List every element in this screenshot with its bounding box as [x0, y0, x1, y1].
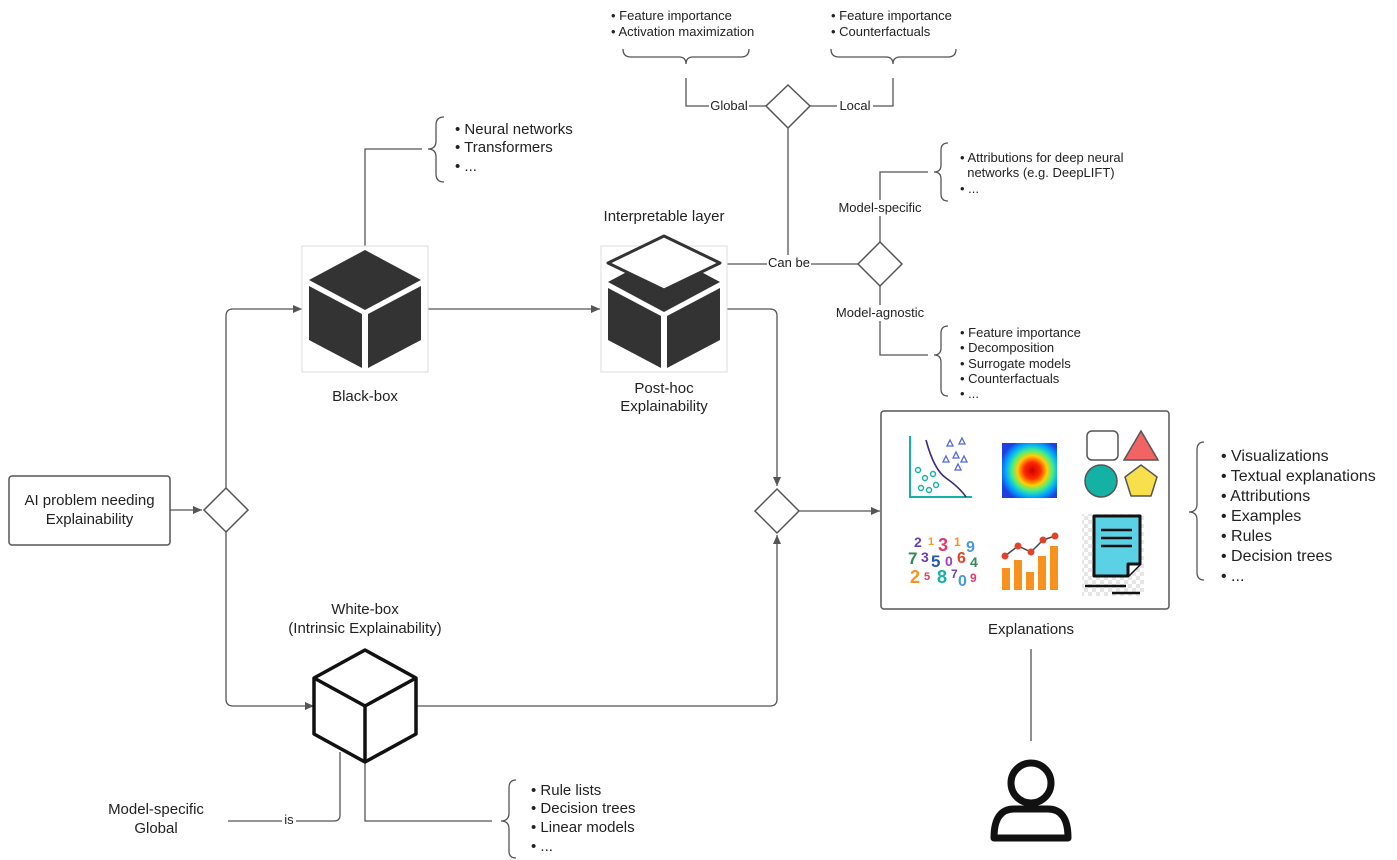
problem-box-line2: Explainability [46, 511, 134, 528]
explanation-type: • Visualizations [1221, 448, 1329, 465]
white-box-label-line1: White-box [331, 601, 399, 618]
white-box-item: • Decision trees [531, 800, 635, 817]
post-hoc-label-line2: Explainability [620, 398, 708, 415]
document-icon [1082, 514, 1144, 596]
svg-text:7: 7 [908, 549, 917, 568]
problem-box: AI problem needing Explainability [8, 475, 171, 546]
explanation-type: • Textual explanations [1221, 468, 1376, 485]
black-box-item: • Transformers [455, 139, 553, 156]
white-box-item: • ... [531, 838, 553, 855]
model-agnostic-item: • Decomposition [960, 340, 1054, 355]
digits-icon: 2 1 3 1 9 7 3 5 0 6 4 2 5 8 7 0 9 [908, 534, 978, 590]
scatter-plot-icon [909, 436, 972, 498]
can-be-label: Can be [768, 255, 810, 270]
model-type-diamond [856, 240, 904, 288]
cube-icon [309, 250, 421, 368]
svg-text:3: 3 [921, 549, 929, 565]
black-box-item: • Neural networks [455, 121, 573, 138]
white-box-items: • Rule lists • Decision trees • Linear m… [500, 779, 635, 859]
explanation-type: • Decision trees [1221, 548, 1332, 565]
post-hoc-label-line1: Post-hoc [634, 380, 694, 397]
svg-text:2: 2 [914, 534, 922, 550]
global-item: • Feature importance [611, 8, 732, 23]
svg-text:1: 1 [954, 535, 961, 549]
heatmap-icon [1002, 443, 1057, 498]
svg-text:0: 0 [945, 553, 953, 569]
model-specific-item: networks (e.g. DeepLIFT) [960, 165, 1115, 180]
explanation-type: • ... [1221, 568, 1244, 585]
model-specific-item: • Attributions for deep neural [960, 150, 1124, 165]
outline-cube-icon [312, 648, 418, 764]
merge-diamond [753, 487, 801, 535]
global-item: • Activation maximization [611, 24, 754, 39]
local-items: • Feature importance • Counterfactuals [830, 8, 957, 65]
global-items: • Feature importance • Activation maximi… [611, 8, 754, 65]
scope-diamond [764, 83, 812, 130]
local-item: • Feature importance [831, 8, 952, 23]
model-specific-label: Model-specific [838, 200, 922, 215]
bar-line-chart-icon [1001, 532, 1059, 590]
interpretable-layer-label: Interpretable layer [604, 208, 725, 225]
explanations-items: • Visualizations • Textual explanations … [1188, 441, 1376, 585]
model-specific-item: • ... [960, 181, 979, 196]
model-agnostic-label: Model-agnostic [836, 305, 925, 320]
black-box-items: • Neural networks • Transformers • ... [427, 116, 573, 183]
model-agnostic-items: • Feature importance • Decomposition • S… [933, 325, 1081, 401]
model-specific-items: • Attributions for deep neural networks … [933, 142, 1124, 202]
problem-box-line1: AI problem needing [24, 492, 154, 509]
local-item: • Counterfactuals [831, 24, 931, 39]
explanation-type: • Examples [1221, 508, 1301, 525]
white-box-node: White-box (Intrinsic Explainability) [288, 601, 442, 764]
svg-text:2: 2 [910, 567, 920, 587]
decision-diamonds [202, 83, 904, 535]
local-label: Local [839, 98, 870, 113]
layered-cube-icon [606, 234, 722, 368]
svg-text:6: 6 [957, 550, 966, 567]
white-box-property-line2: Global [134, 820, 177, 837]
model-agnostic-item: • Counterfactuals [960, 371, 1060, 386]
explanation-type: • Attributions [1221, 488, 1310, 505]
edge-labels: Can be Global Local Model-specific Model… [709, 98, 926, 321]
black-box-label: Black-box [332, 388, 398, 405]
white-box-item: • Rule lists [531, 782, 601, 799]
split-diamond [202, 486, 250, 534]
svg-text:9: 9 [970, 571, 977, 585]
post-hoc-node: Interpretable layer Post-hoc Explainabil… [600, 208, 728, 415]
user-icon [990, 759, 1072, 842]
white-box-item: • Linear models [531, 819, 635, 836]
explanations-node: 2 1 3 1 9 7 3 5 0 6 4 2 5 8 7 0 9 [880, 410, 1170, 638]
model-agnostic-item: • ... [960, 386, 979, 401]
is-label: is [284, 812, 294, 827]
black-box-node: Black-box [301, 245, 429, 405]
svg-text:0: 0 [958, 573, 967, 590]
svg-text:8: 8 [937, 567, 947, 587]
white-box-property-line1: Model-specific [108, 801, 204, 818]
svg-text:5: 5 [931, 552, 940, 571]
white-box-property: Model-specific Global is [108, 801, 296, 837]
svg-text:5: 5 [924, 571, 930, 583]
black-box-item: • ... [455, 158, 477, 175]
explanations-label: Explanations [988, 621, 1074, 638]
shapes-icon [1084, 429, 1160, 498]
global-label: Global [710, 98, 748, 113]
model-agnostic-item: • Surrogate models [960, 356, 1071, 371]
explanation-type: • Rules [1221, 528, 1272, 545]
white-box-label-line2: (Intrinsic Explainability) [288, 620, 441, 637]
svg-text:9: 9 [966, 539, 975, 556]
svg-text:1: 1 [928, 536, 934, 548]
model-agnostic-item: • Feature importance [960, 325, 1081, 340]
digit-text: 3 [938, 535, 948, 555]
svg-text:7: 7 [951, 567, 958, 581]
svg-text:4: 4 [970, 554, 978, 570]
